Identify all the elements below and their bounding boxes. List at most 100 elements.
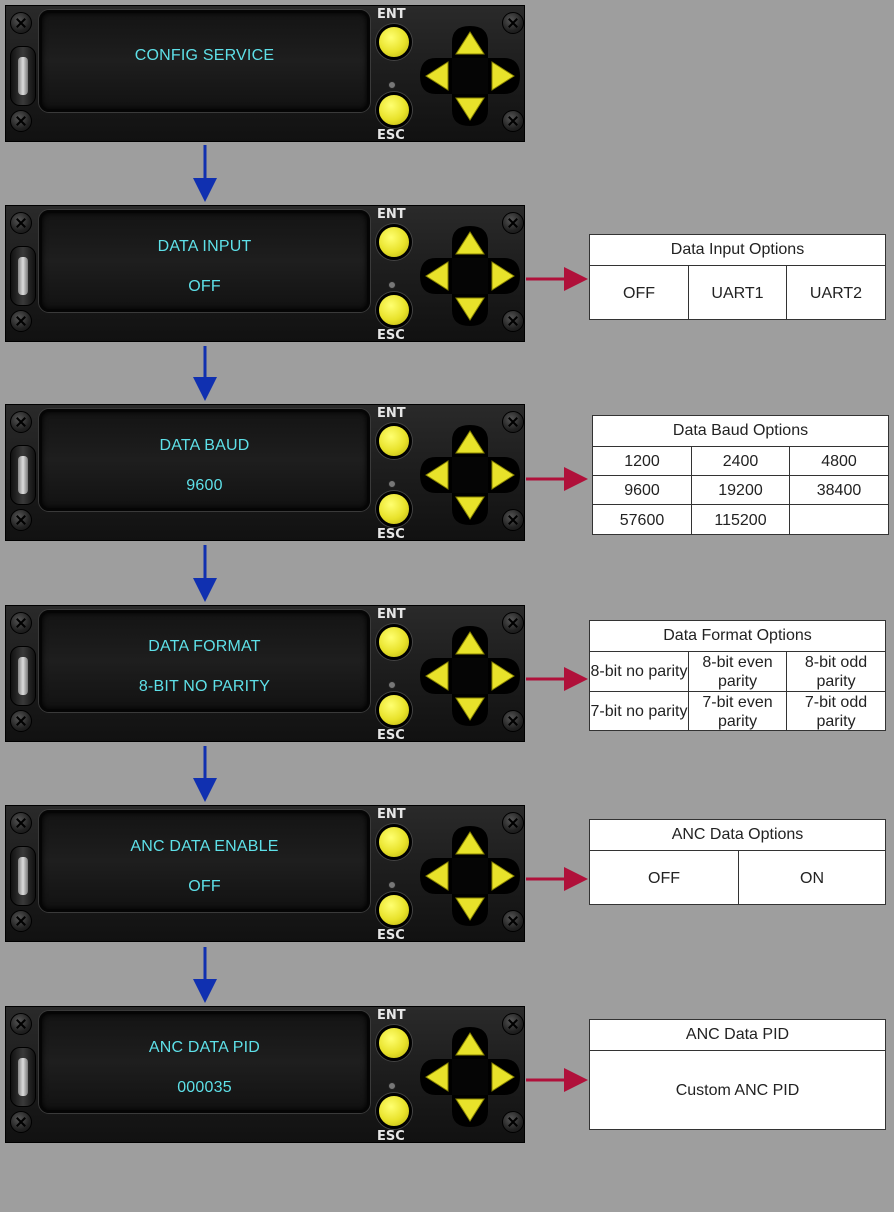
ent-button[interactable] [376,824,412,860]
lcd-line-2: 8-BIT NO PARITY [138,678,271,695]
up-arrow-button[interactable] [452,626,488,658]
left-arrow-button[interactable] [420,1059,452,1095]
option-cell [790,505,888,535]
esc-button[interactable] [376,92,412,128]
up-arrow-button[interactable] [452,226,488,258]
led-indicator [388,480,396,488]
option-cell: 2400 [692,447,790,476]
option-cell: 8-bit no parity [590,652,689,692]
screw-icon [10,612,32,634]
down-arrow-button[interactable] [452,294,488,326]
handle-icon [10,46,36,106]
screw-icon [502,509,524,531]
right-arrow-button[interactable] [488,658,520,694]
ent-label: ENT [377,1008,406,1023]
down-arrow-button[interactable] [452,1095,488,1127]
ent-label: ENT [377,7,406,22]
up-arrow-button[interactable] [452,1027,488,1059]
up-arrow-button[interactable] [452,26,488,58]
device-panel-data-baud: DATA BAUD 9600 ENT ESC [5,404,525,542]
handle-icon [10,846,36,906]
left-arrow-button[interactable] [420,457,452,493]
option-cell: 4800 [790,447,888,476]
right-arrow-button[interactable] [488,58,520,94]
left-arrow-button[interactable] [420,58,452,94]
right-arrow-button[interactable] [488,858,520,894]
right-arrow-button[interactable] [488,258,520,294]
option-cell: 7-bit even parity [689,692,787,731]
option-cell: 19200 [692,476,790,505]
esc-button[interactable] [376,692,412,728]
ent-label: ENT [377,607,406,622]
screw-icon [10,1111,32,1133]
screw-icon [502,12,524,34]
ent-label: ENT [377,807,406,822]
dpad [416,421,524,529]
handle-icon [10,445,36,505]
screw-icon [502,612,524,634]
data-input-options-title: Data Input Options [590,235,885,266]
lcd-line-1: ANC DATA PID [148,1039,261,1056]
down-arrow-button[interactable] [452,694,488,726]
option-cell: 8-bit odd parity [787,652,885,692]
left-arrow-button[interactable] [420,858,452,894]
up-arrow-button[interactable] [452,425,488,457]
screw-icon [502,910,524,932]
down-arrow-button[interactable] [452,894,488,926]
right-arrow-button[interactable] [488,1059,520,1095]
screw-icon [10,310,32,332]
option-cell: 8-bit even parity [689,652,787,692]
led-indicator [388,881,396,889]
esc-label: ESC [377,1129,405,1144]
screw-icon [502,710,524,732]
ent-button[interactable] [376,624,412,660]
down-arrow-button[interactable] [452,493,488,525]
lcd-display: DATA BAUD 9600 [39,409,370,511]
option-cell: 7-bit no parity [590,692,689,731]
handle-icon [10,1047,36,1107]
lcd-line-1: ANC DATA ENABLE [130,838,279,855]
screw-icon [10,110,32,132]
esc-button[interactable] [376,491,412,527]
ent-button[interactable] [376,24,412,60]
option-cell: UART1 [689,266,787,320]
esc-button[interactable] [376,1093,412,1129]
option-cell: Custom ANC PID [675,1082,800,1099]
screw-icon [502,310,524,332]
anc-data-options-title: ANC Data Options [590,820,885,851]
screw-icon [10,509,32,531]
esc-label: ESC [377,128,405,143]
lcd-line-1: DATA FORMAT [148,638,261,655]
ent-button[interactable] [376,1025,412,1061]
esc-label: ESC [377,527,405,542]
ent-button[interactable] [376,224,412,260]
left-arrow-button[interactable] [420,658,452,694]
screw-icon [502,812,524,834]
left-arrow-button[interactable] [420,258,452,294]
anc-data-options-box: ANC Data Options OFF ON [589,819,886,905]
device-panel-data-input: DATA INPUT OFF ENT ESC [5,205,525,343]
esc-button[interactable] [376,292,412,328]
option-cell: 9600 [593,476,692,505]
option-cell: 57600 [593,505,692,535]
lcd-line-2: 9600 [186,477,223,494]
option-cell: OFF [590,266,689,320]
anc-data-pid-title: ANC Data PID [590,1020,885,1051]
lcd-line-1: DATA INPUT [157,238,252,255]
down-arrow-button[interactable] [452,94,488,126]
up-arrow-button[interactable] [452,826,488,858]
led-indicator [388,81,396,89]
option-cell: 38400 [790,476,888,505]
device-panel-anc-data-pid: ANC DATA PID 000035 ENT ESC [5,1006,525,1144]
ent-label: ENT [377,406,406,421]
screw-icon [10,12,32,34]
dpad [416,22,524,130]
option-cell: 7-bit odd parity [804,693,868,730]
esc-label: ESC [377,928,405,943]
lcd-line-2: OFF [188,278,221,295]
esc-button[interactable] [376,892,412,928]
screw-icon [502,411,524,433]
right-arrow-button[interactable] [488,457,520,493]
anc-data-pid-box: ANC Data PID Custom ANC PID [589,1019,886,1130]
ent-button[interactable] [376,423,412,459]
